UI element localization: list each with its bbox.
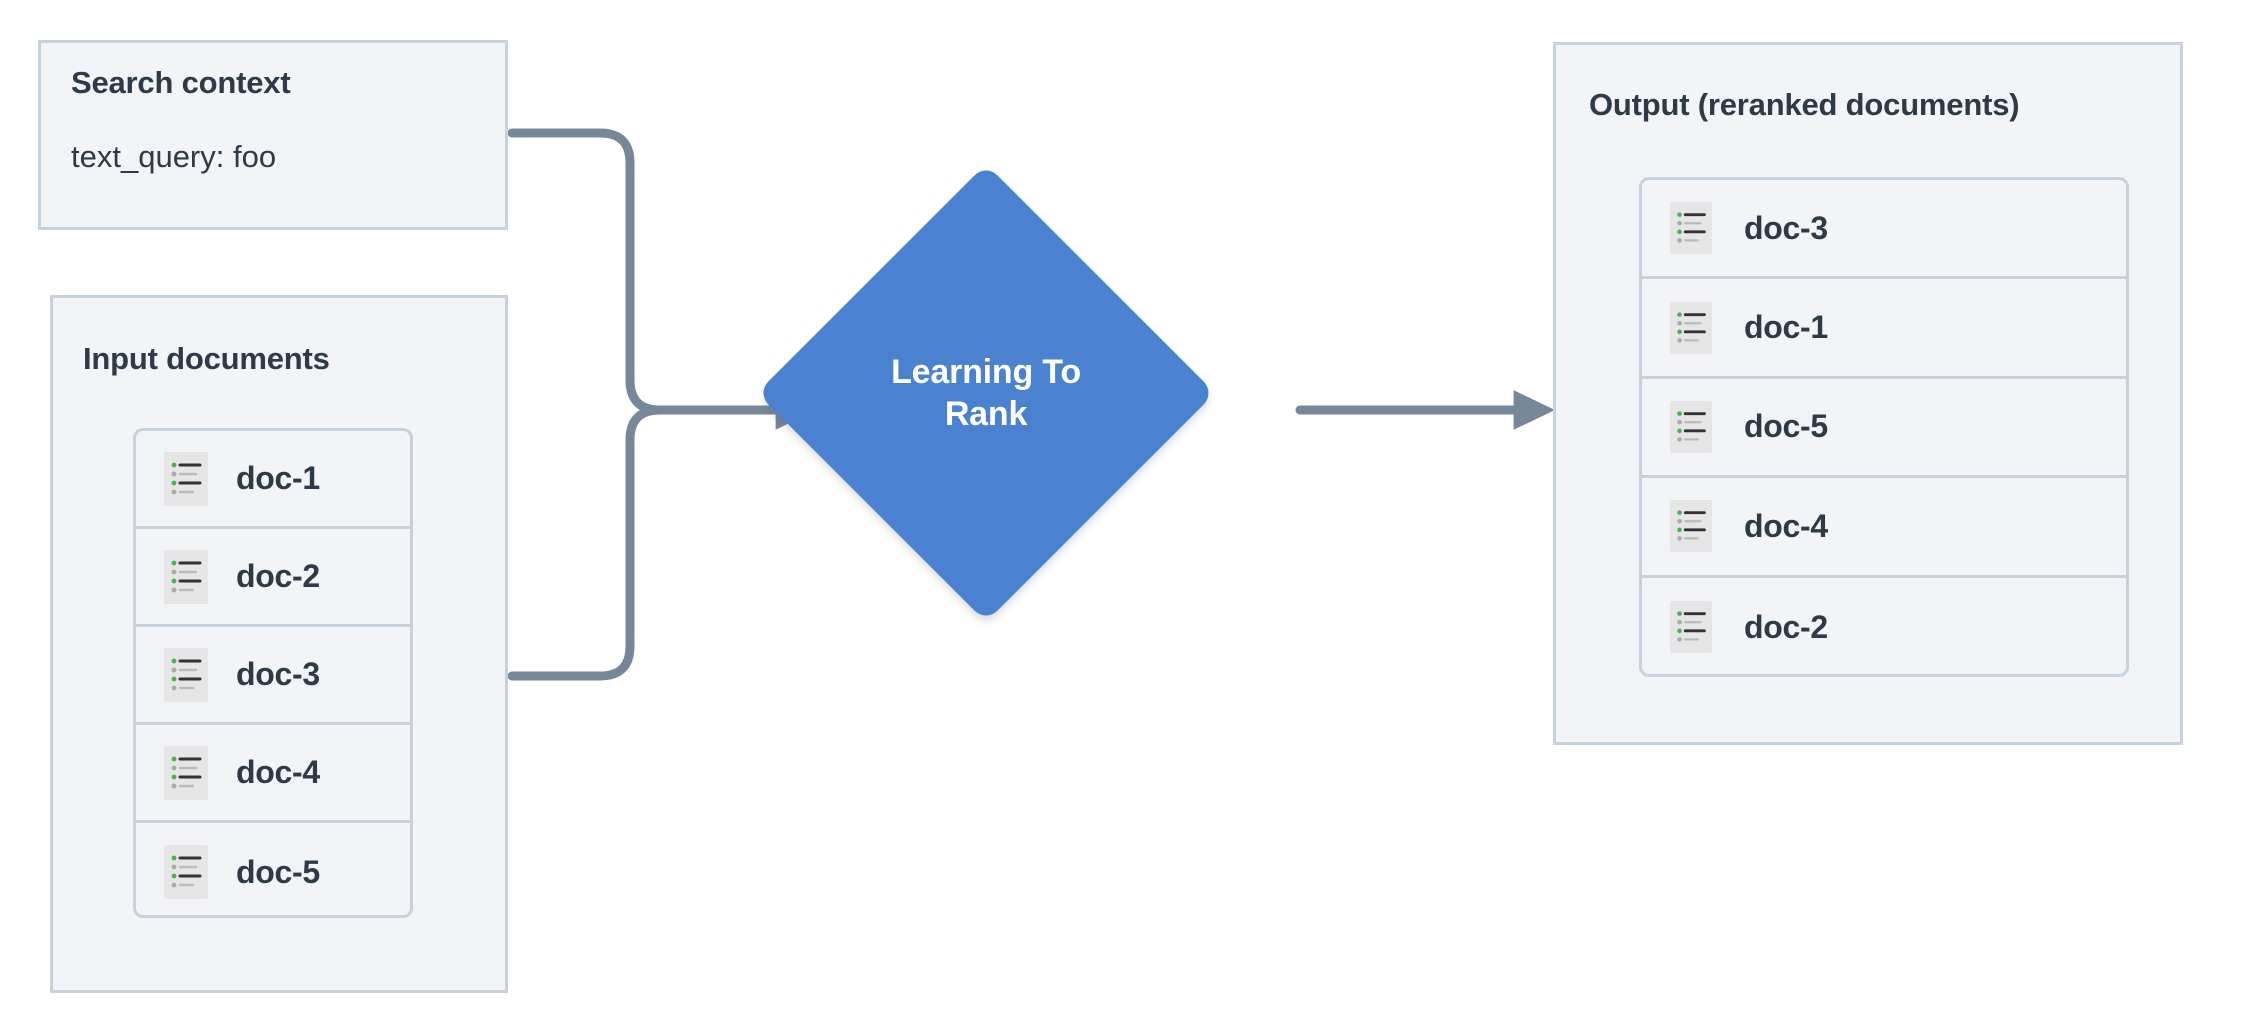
doc-label: doc-4 bbox=[236, 754, 320, 790]
doc-label: doc-3 bbox=[236, 656, 320, 692]
learning-to-rank-node[interactable] bbox=[756, 163, 1216, 623]
output-document-row[interactable]: doc-3 bbox=[1642, 180, 2126, 280]
input-documents-title: Input documents bbox=[83, 341, 330, 376]
input-document-row[interactable]: doc-5 bbox=[136, 823, 410, 915]
doc-label: doc-5 bbox=[1744, 408, 1828, 445]
document-list-icon bbox=[1670, 301, 1712, 354]
connector-search-context-to-ltr bbox=[507, 128, 705, 415]
document-list-icon bbox=[1670, 202, 1712, 255]
input-document-row[interactable]: doc-3 bbox=[136, 627, 410, 725]
doc-label: doc-1 bbox=[236, 460, 320, 496]
input-document-row[interactable]: doc-1 bbox=[136, 431, 410, 529]
connector-input-documents-to-ltr bbox=[507, 405, 705, 681]
output-document-row[interactable]: doc-4 bbox=[1642, 478, 2126, 578]
doc-label: doc-3 bbox=[1744, 209, 1828, 246]
document-list-icon bbox=[1670, 601, 1712, 654]
input-documents-list: doc-1 doc-2 doc-3 doc-4 doc-5 bbox=[133, 428, 413, 918]
doc-label: doc-5 bbox=[236, 853, 320, 890]
output-title: Output (reranked documents) bbox=[1589, 87, 2020, 122]
output-document-row[interactable]: doc-1 bbox=[1642, 279, 2126, 379]
doc-label: doc-2 bbox=[236, 558, 320, 594]
document-list-icon bbox=[1670, 400, 1712, 453]
input-document-row[interactable]: doc-2 bbox=[136, 529, 410, 627]
search-context-panel: Search context text_query: foo bbox=[38, 40, 508, 230]
input-document-row[interactable]: doc-4 bbox=[136, 725, 410, 823]
document-list-icon bbox=[164, 549, 208, 604]
search-context-query-value: text_query: foo bbox=[71, 139, 277, 174]
document-list-icon bbox=[164, 745, 208, 800]
output-documents-list: doc-3 doc-1 doc-5 doc-4 doc-2 bbox=[1639, 177, 2129, 677]
document-list-icon bbox=[164, 845, 208, 899]
doc-label: doc-2 bbox=[1744, 608, 1828, 645]
search-context-title: Search context bbox=[71, 65, 291, 100]
document-list-icon bbox=[1670, 500, 1712, 553]
document-list-icon bbox=[164, 647, 208, 702]
doc-label: doc-4 bbox=[1744, 507, 1828, 544]
output-document-row[interactable]: doc-5 bbox=[1642, 379, 2126, 479]
doc-label: doc-1 bbox=[1744, 309, 1828, 346]
document-list-icon bbox=[164, 451, 208, 506]
output-document-row[interactable]: doc-2 bbox=[1642, 578, 2126, 674]
